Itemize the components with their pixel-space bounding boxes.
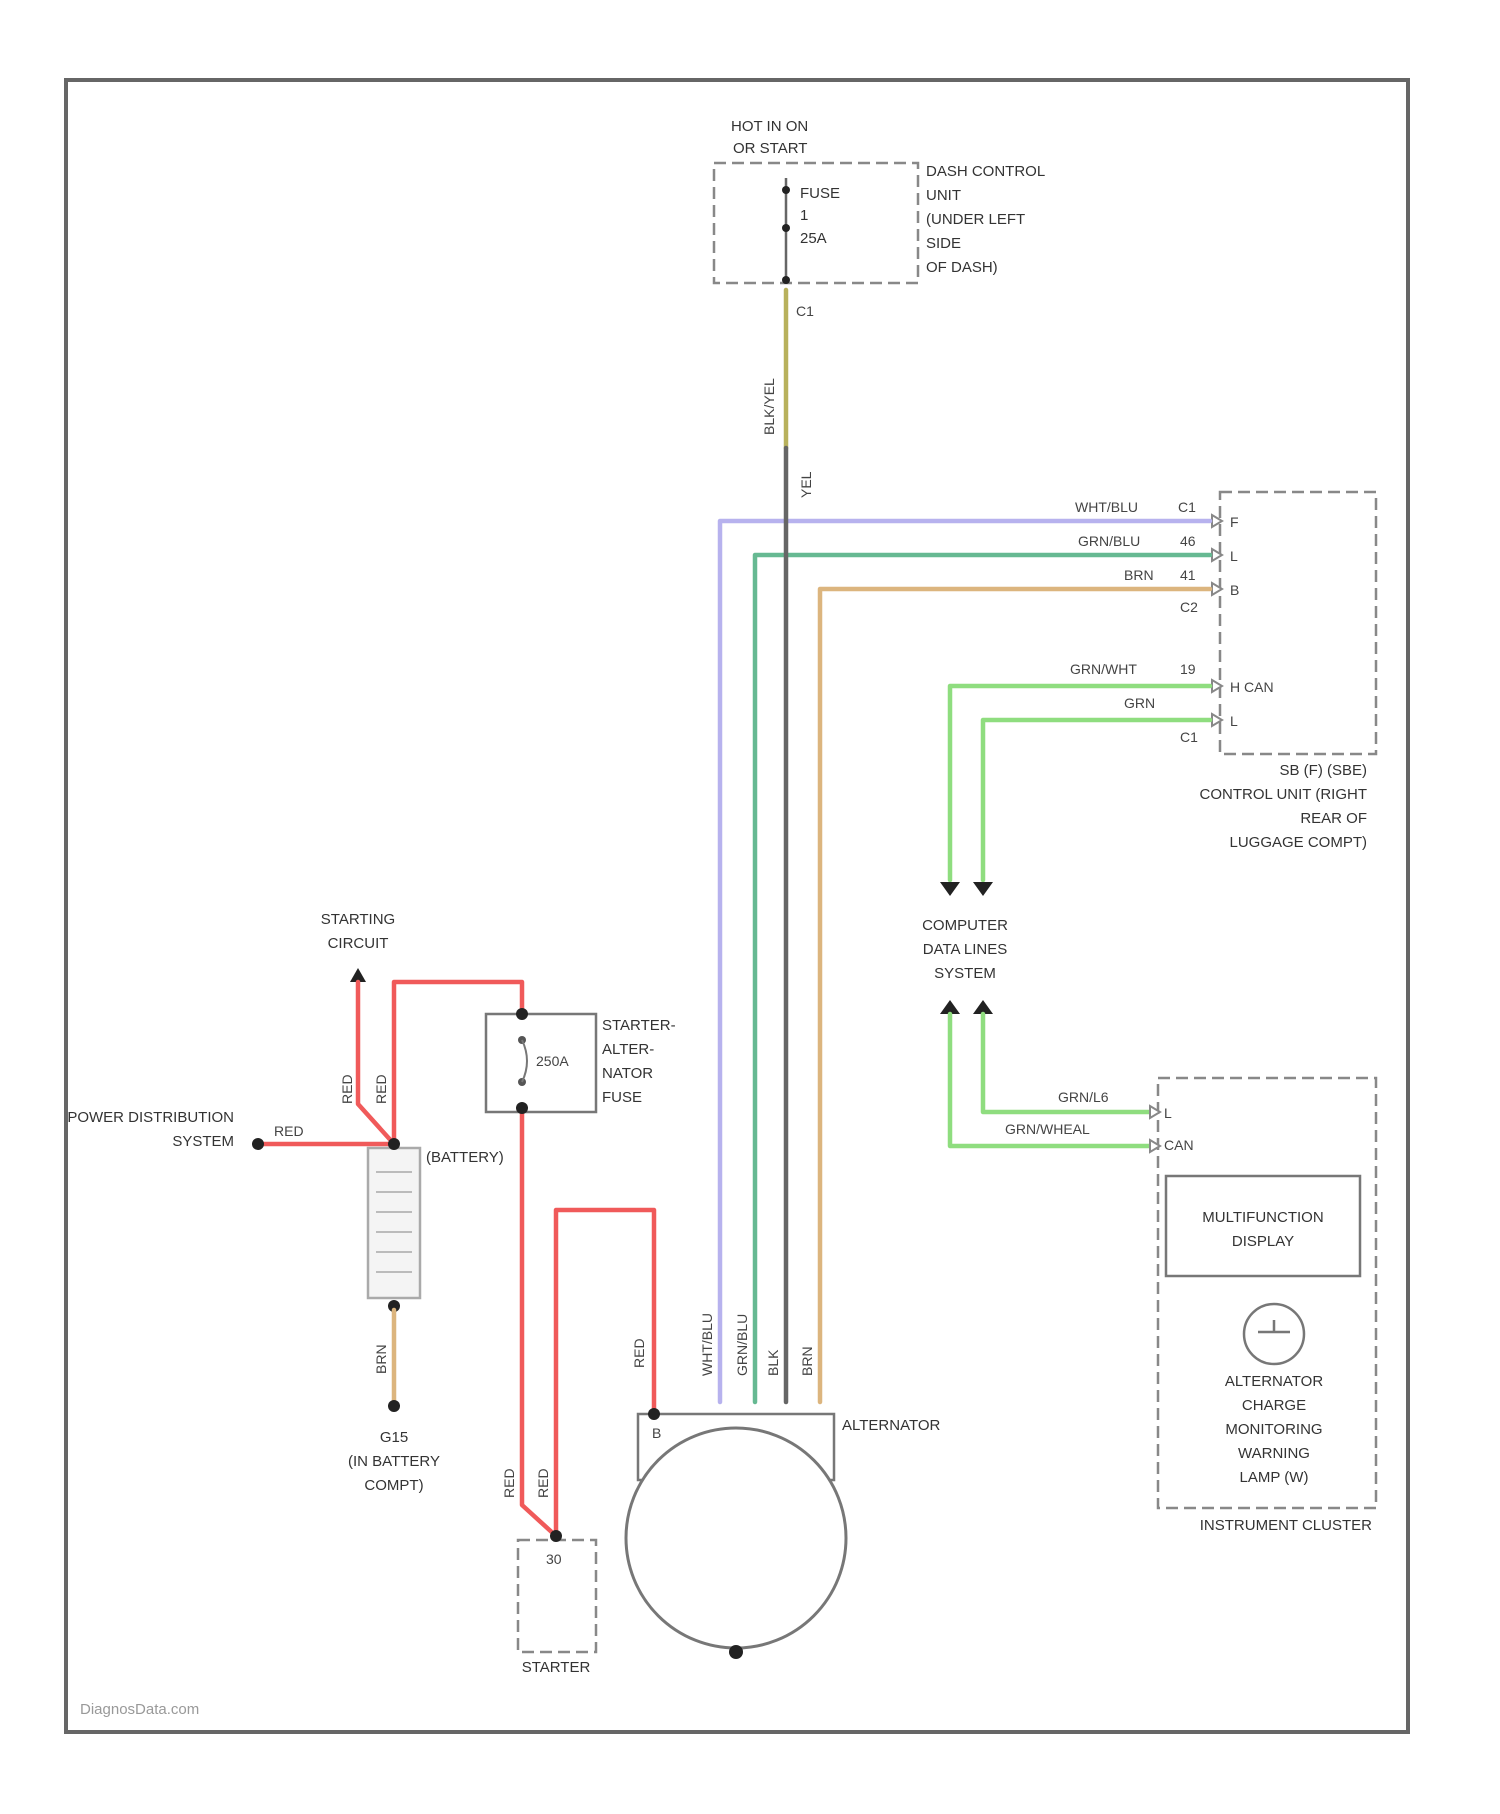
sbe-box-label-4: LUGGAGE COMPT) [1229,834,1367,851]
sbe-box-label-2: CONTROL UNIT (RIGHT [1200,786,1368,803]
sbe-conn-c2-label: C2 [1180,599,1198,615]
battery-icon [368,1138,420,1312]
fuse-1-symbol [782,178,790,284]
watermark: DiagnosData.com [80,1701,199,1718]
sbe-pin-2-wire-label: GRN/BLU [1078,533,1140,549]
ground-terminal [388,1400,400,1412]
sbe-can-1-num: 19 [1180,661,1196,677]
warning-lamp-label-3: MONITORING [1225,1421,1322,1438]
starter-terminal [550,1530,562,1542]
wire-red-to-fuse [394,982,522,1144]
fuse-box-rating: 250A [536,1053,569,1069]
ground-label-2: (IN BATTERY [348,1453,440,1470]
alt-wire-1-label: WHT/BLU [699,1313,715,1376]
red-wire-label-6: RED [535,1468,551,1498]
sbe-pin-2-num: 46 [1180,533,1196,549]
fuse-label-1: FUSE [800,185,840,202]
mfd-label-2: DISPLAY [1232,1233,1294,1250]
alternator-body [626,1428,846,1648]
alt-wire-4-label: BRN [799,1346,815,1376]
alt-wire-3-label: BLK [765,1349,781,1376]
sbe-can-1-name: H CAN [1230,679,1274,695]
alternator-label: ALTERNATOR [842,1417,941,1434]
warning-lamp-label-4: WARNING [1238,1445,1310,1462]
wire-can-sbe-h [950,686,1210,880]
dash-control-label-2: UNIT [926,187,961,204]
can-arrows-up [940,1000,993,1014]
alternator-b-terminal [648,1408,660,1420]
mfd-label-1: MULTIFUNCTION [1202,1209,1323,1226]
starting-circuit-label-2: CIRCUIT [328,935,389,952]
wire-wht-blu [720,521,1210,1402]
multifunction-display-box [1166,1176,1360,1276]
sbe-box-label-1: SB (F) (SBE) [1279,762,1367,779]
sbe-control-unit-box [1220,492,1376,754]
cdl-label-3: SYSTEM [934,965,996,982]
fuse-box-label-1: STARTER- [602,1017,676,1034]
dash-control-label-1: DASH CONTROL [926,163,1045,180]
instrument-cluster-label: INSTRUMENT CLUSTER [1200,1517,1372,1534]
ground-wire-label: BRN [373,1344,389,1374]
wire-can-sbe-l [983,720,1210,880]
power-dist-label-2: SYSTEM [172,1133,234,1150]
starter-pin-label: 30 [546,1551,562,1567]
sbe-pin-3-wire-label: BRN [1124,567,1154,583]
red-wire-label-4: RED [631,1338,647,1368]
can-arrows-down [940,882,993,896]
warning-lamp-icon [1244,1304,1304,1364]
sbe-pin-1-name: F [1230,514,1239,530]
red-wire-label-1: RED [339,1074,355,1104]
warning-lamp-label-1: ALTERNATOR [1225,1373,1324,1390]
starter-label: STARTER [522,1659,591,1676]
sbe-pin-1-num: C1 [1178,499,1196,515]
sbe-pin-3-name: B [1230,582,1239,598]
fuse-label-2: 1 [800,207,808,224]
cdl-label-2: DATA LINES [923,941,1007,958]
fuse-box-label-3: NATOR [602,1065,653,1082]
fuse-wire-label: BLK/YEL [761,378,777,435]
dash-control-unit-box [714,163,918,283]
sbe-can-1-wire-label: GRN/WHT [1070,661,1137,677]
dash-control-label-5: OF DASH) [926,259,998,276]
fuse-box-label-4: FUSE [602,1089,642,1106]
sbe-pin-3-num: 41 [1180,567,1196,583]
starter-alternator-fuse-symbol [516,1008,528,1114]
ground-label-1: G15 [380,1429,408,1446]
mfd-wire-1-name: L [1164,1105,1172,1121]
power-dist-terminal [252,1138,264,1150]
cdl-label-1: COMPUTER [922,917,1008,934]
warning-lamp-label-2: CHARGE [1242,1397,1306,1414]
mfd-wire-1-label: GRN/L6 [1058,1089,1109,1105]
alternator-pin-b: B [652,1425,661,1441]
mfd-wire-2-name: CAN [1164,1137,1194,1153]
alternator-ground-terminal [729,1645,743,1659]
alt-wire-2-label: GRN/BLU [734,1314,750,1376]
red-wire-label-5: RED [501,1468,517,1498]
fuse-label-3: 25A [800,230,827,247]
dash-control-label-3: (UNDER LEFT [926,211,1025,228]
sbe-can-2-wire-label: GRN [1124,695,1155,711]
hot-in-on-label: HOT IN ON [731,118,808,135]
ground-label-3: COMPT) [364,1477,423,1494]
fuse-wire-end-label: YEL [798,471,814,498]
fuse-pin-label: C1 [796,303,814,319]
or-start-label: OR START [733,140,807,157]
sbe-pin-1-wire-label: WHT/BLU [1075,499,1138,515]
battery-label: (BATTERY) [426,1149,504,1166]
sbe-can-2-name: L [1230,713,1238,729]
sbe-conn-c1-label: C1 [1180,729,1198,745]
red-wire-label-3: RED [274,1123,304,1139]
power-dist-label-1: POWER DISTRIBUTION [67,1109,234,1126]
wire-red-starting-circuit [358,982,394,1144]
mfd-wire-2-label: GRN/WHEAL [1005,1121,1090,1137]
starting-circuit-label-1: STARTING [321,911,395,928]
warning-lamp-label-5: LAMP (W) [1240,1469,1309,1486]
red-wire-label-2: RED [373,1074,389,1104]
fuse-box-label-2: ALTER- [602,1041,654,1058]
dash-control-label-4: SIDE [926,235,961,252]
sbe-pin-2-name: L [1230,548,1238,564]
sbe-box-label-3: REAR OF [1300,810,1367,827]
